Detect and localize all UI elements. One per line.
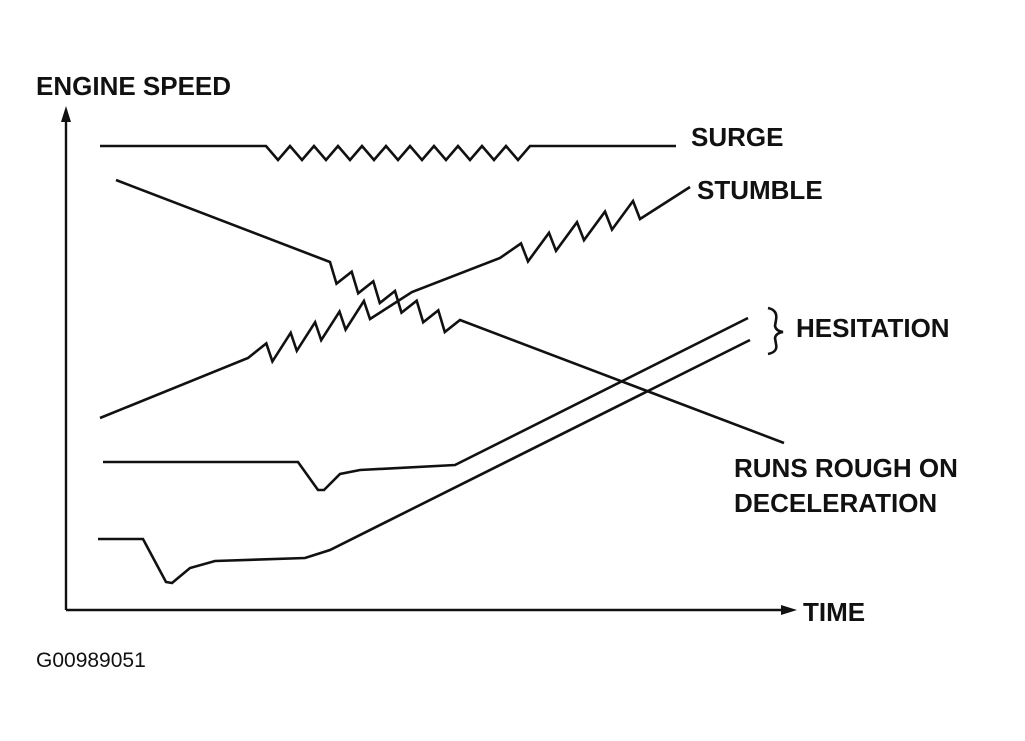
runs-rough-curve	[115, 178, 785, 445]
stumble-curve	[99, 185, 691, 420]
surge-curve	[100, 144, 676, 162]
hesitation-label: HESITATION	[796, 313, 950, 343]
hesitation-curve-lower	[98, 338, 751, 585]
figure-code: G00989051	[36, 649, 146, 672]
x-axis-label: TIME	[803, 597, 865, 627]
surge-label: SURGE	[691, 122, 783, 152]
y-axis-label: ENGINE SPEED	[36, 71, 231, 101]
runs-rough-label-line2: DECELERATION	[734, 488, 937, 518]
y-axis-arrowhead	[61, 106, 71, 122]
stumble-label: STUMBLE	[697, 175, 823, 205]
runs-rough-label-line1: RUNS ROUGH ON	[734, 453, 958, 483]
x-axis-arrowhead	[781, 605, 797, 615]
hesitation-brace	[767, 306, 784, 356]
hesitation-curve-upper	[103, 316, 749, 492]
